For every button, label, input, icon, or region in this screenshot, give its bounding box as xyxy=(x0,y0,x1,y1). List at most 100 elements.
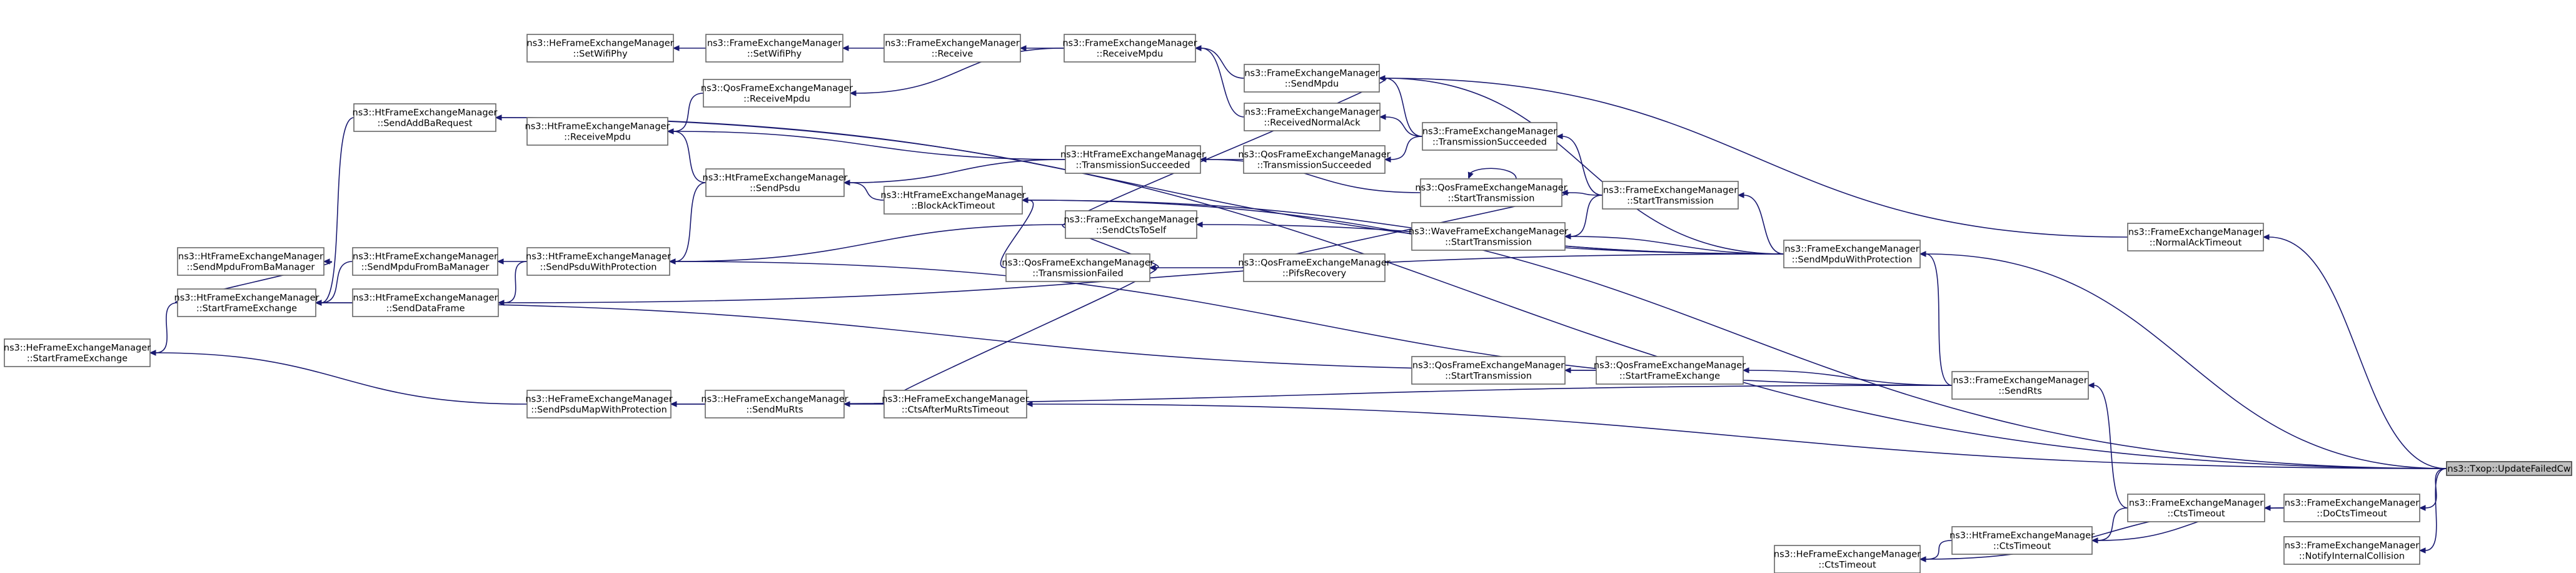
node-label-line: ns3::HtFrameExchangeManager xyxy=(353,108,498,118)
node-label-line: ns3::HeFrameExchangeManager xyxy=(4,343,151,353)
arrow-head-icon xyxy=(1467,171,1474,180)
edge-txop-update-to-fem-sendmpduwp xyxy=(1919,251,2447,469)
node-box xyxy=(526,34,674,63)
node-label-line: ::SetWifiPhy xyxy=(573,49,628,59)
edge-qos-starttx-to-qos-starttx xyxy=(1467,168,1517,180)
graph-node-fem-receivednormalack[interactable]: ns3::FrameExchangeManager::ReceivedNorma… xyxy=(1244,103,1381,131)
edge-ht-sendpsdu-to-ht-receivempdu xyxy=(667,128,707,183)
arrow-head-icon xyxy=(1919,556,1926,562)
arrow-head-icon xyxy=(1021,197,1029,203)
graph-node-fem-sendmpduwp[interactable]: ns3::FrameExchangeManager::SendMpduWithP… xyxy=(1783,240,1921,268)
graph-node-ht-blockacktimeout[interactable]: ns3::HtFrameExchangeManager::BlockAckTim… xyxy=(881,186,1026,215)
graph-node-fem-receive[interactable]: ns3::FrameExchangeManager::Receive xyxy=(883,34,1021,63)
graph-node-qos-txsucceeded[interactable]: ns3::QosFrameExchangeManager::Transmissi… xyxy=(1238,145,1391,174)
node-label-line: ns3::HtFrameExchangeManager xyxy=(703,173,848,183)
node-label-line: ::CtsTimeout xyxy=(1993,542,2051,552)
edge-line xyxy=(1385,116,1423,137)
edge-line xyxy=(673,131,707,183)
node-box xyxy=(883,390,1027,418)
graph-node-ht-senddataframe[interactable]: ns3::HtFrameExchangeManager::SendDataFra… xyxy=(352,288,499,317)
graph-node-ht-sendmpdufromba2[interactable]: ns3::HtFrameExchangeManager::SendMpduFro… xyxy=(352,247,498,276)
node-label-line: ::SetWifiPhy xyxy=(747,49,802,59)
graph-node-ht-sendaddba[interactable]: ns3::HtFrameExchangeManager::SendAddBaRe… xyxy=(353,103,498,132)
graph-node-he-setwifiphy[interactable]: ns3::HeFrameExchangeManager::SetWifiPhy xyxy=(526,34,674,63)
graph-node-ht-sendpsduwp[interactable]: ns3::HtFrameExchangeManager::SendPsduWit… xyxy=(526,247,671,276)
arrow-head-icon xyxy=(2087,382,2095,388)
graph-node-fem-sendctstoself[interactable]: ns3::FrameExchangeManager::SendCtsToSelf xyxy=(1064,210,1199,239)
graph-node-qos-receivempdu[interactable]: ns3::QosFrameExchangeManager::ReceiveMpd… xyxy=(701,79,853,108)
graph-node-ht-txsucceeded[interactable]: ns3::HtFrameExchangeManager::Transmissio… xyxy=(1060,145,1205,174)
node-box xyxy=(2446,461,2572,476)
edge-line xyxy=(1200,48,1245,79)
graph-node-qos-starttx[interactable]: ns3::QosFrameExchangeManager::StartTrans… xyxy=(1415,178,1567,207)
graph-node-he-ctsaftermurtstimeout[interactable]: ns3::HeFrameExchangeManager::CtsAfterMuR… xyxy=(882,390,1029,418)
node-box xyxy=(1244,64,1380,93)
node-label-line: ns3::QosFrameExchangeManager xyxy=(1238,258,1390,268)
graph-node-qos-txfailed[interactable]: ns3::QosFrameExchangeManager::Transmissi… xyxy=(1002,253,1154,282)
node-label-line: ns3::FrameExchangeManager xyxy=(1953,376,2087,386)
edge-line xyxy=(1748,370,1953,386)
graph-node-fem-doctstimeout[interactable]: ns3::FrameExchangeManager::DoCtsTimeout xyxy=(2283,494,2420,522)
graph-node-ht-ctstimeout[interactable]: ns3::HtFrameExchangeManager::CtsTimeout xyxy=(1950,526,2095,555)
edge-line xyxy=(2425,468,2447,551)
edge-txop-update-to-ht-sendaddba xyxy=(495,114,2447,469)
graph-node-fem-sendmpdu[interactable]: ns3::FrameExchangeManager::SendMpdu xyxy=(1244,64,1380,93)
node-label-line: ::SendCtsToSelf xyxy=(1096,226,1167,236)
edge-qos-receivempdu-to-ht-receivempdu xyxy=(667,93,704,134)
graph-node-wave-starttx[interactable]: ns3::WaveFrameExchangeManager::StartTran… xyxy=(1409,222,1568,251)
arrow-head-icon xyxy=(842,45,849,51)
node-label-line: ::SendDataFrame xyxy=(386,304,465,314)
graph-node-ht-receivempdu[interactable]: ns3::HtFrameExchangeManager::ReceiveMpdu xyxy=(525,117,670,146)
arrow-head-icon xyxy=(843,401,850,407)
graph-node-fem-sendrts[interactable]: ns3::FrameExchangeManager::SendRts xyxy=(1951,371,2089,400)
node-label-line: ns3::FrameExchangeManager xyxy=(1064,215,1198,225)
edge-txop-update-to-ht-blockacktimeout xyxy=(1021,197,2447,469)
edge-he-sendpsdumapwp-to-he-startframeexchange xyxy=(149,350,528,405)
graph-node-fem-notifyinternalcollision[interactable]: ns3::FrameExchangeManager::NotifyInterna… xyxy=(2283,536,2420,565)
graph-node-qos-starttx2[interactable]: ns3::QosFrameExchangeManager::StartTrans… xyxy=(1411,356,1566,385)
graph-node-fem-starttx[interactable]: ns3::FrameExchangeManager::StartTransmis… xyxy=(1602,181,1739,210)
graph-node-he-sendmurts[interactable]: ns3::HeFrameExchangeManager::SendMuRts xyxy=(701,390,848,418)
node-box xyxy=(883,186,1023,215)
node-label-line: ::CtsAfterMuRtsTimeout xyxy=(902,405,1010,415)
edge-txop-update-to-fem-notifyinternalcollision xyxy=(2418,468,2447,554)
graph-node-ht-startframeexchange[interactable]: ns3::HtFrameExchangeManager::StartFrameE… xyxy=(174,288,319,317)
node-label-line: ::SendAddBaRequest xyxy=(377,119,472,129)
edge-ht-startframeexchange-to-he-startframeexchange xyxy=(149,302,178,356)
arrow-head-icon xyxy=(314,300,322,306)
node-label-line: ::Receive xyxy=(932,49,974,59)
graph-node-qos-pifsrecovery[interactable]: ns3::QosFrameExchangeManager::PifsRecove… xyxy=(1238,253,1391,282)
edge-txop-update-to-fem-normalacktimeout xyxy=(2262,234,2447,469)
node-box xyxy=(1774,545,1921,573)
node-label-line: ::StartTransmission xyxy=(1627,196,1714,206)
node-label-line: ns3::HtFrameExchangeManager xyxy=(178,252,323,262)
node-box xyxy=(705,168,845,197)
node-box xyxy=(1411,356,1566,385)
graph-node-ht-sendpsdu[interactable]: ns3::HtFrameExchangeManager::SendPsdu xyxy=(703,168,848,197)
node-box xyxy=(703,79,851,108)
arrow-head-icon xyxy=(1384,156,1391,163)
node-box xyxy=(526,247,670,276)
node-label-line: ::CtsTimeout xyxy=(1818,560,1876,570)
node-label-line: ns3::HtFrameExchangeManager xyxy=(525,122,670,132)
node-label-line: ::SendPsduWithProtection xyxy=(540,263,657,273)
graph-node-fem-ctstimeout[interactable]: ns3::FrameExchangeManager::CtsTimeout xyxy=(2127,494,2265,522)
graph-node-he-sendpsdumapwp[interactable]: ns3::HeFrameExchangeManager::SendPsduMap… xyxy=(525,390,673,418)
edge-fem-sendrts-to-qos-startframeexchange xyxy=(1742,367,1953,386)
graph-node-fem-normalacktimeout[interactable]: ns3::FrameExchangeManager::NormalAckTime… xyxy=(2127,223,2264,251)
graph-node-he-ctstimeout[interactable]: ns3::HeFrameExchangeManager::CtsTimeout xyxy=(1774,545,1921,573)
graph-node-fem-receivempdu[interactable]: ns3::FrameExchangeManager::ReceiveMpdu xyxy=(1062,34,1197,63)
graph-node-ht-sendmpdufromba[interactable]: ns3::HtFrameExchangeManager::SendMpduFro… xyxy=(177,247,325,276)
graph-node-qos-startframeexchange[interactable]: ns3::QosFrameExchangeManager::StartFrame… xyxy=(1594,356,1746,385)
arrow-head-icon xyxy=(496,258,504,265)
graph-node-he-startframeexchange[interactable]: ns3::HeFrameExchangeManager::StartFrameE… xyxy=(4,338,151,367)
edge-line xyxy=(155,302,178,353)
node-label-line: ::PifsRecovery xyxy=(1282,269,1347,279)
graph-node-fem-txsucceeded[interactable]: ns3::FrameExchangeManager::TransmissionS… xyxy=(1422,122,1557,151)
arrow-head-icon xyxy=(1564,233,1571,240)
graph-node-txop-update[interactable]: ns3::Txop::UpdateFailedCw xyxy=(2446,461,2572,476)
graph-node-fem-setwifiphy[interactable]: ns3::FrameExchangeManager::SetWifiPhy xyxy=(705,34,843,63)
arrow-head-icon xyxy=(497,300,505,306)
node-box xyxy=(1951,526,2093,555)
edge-fem-sendmpduwp-to-wave-starttx xyxy=(1564,233,1784,255)
